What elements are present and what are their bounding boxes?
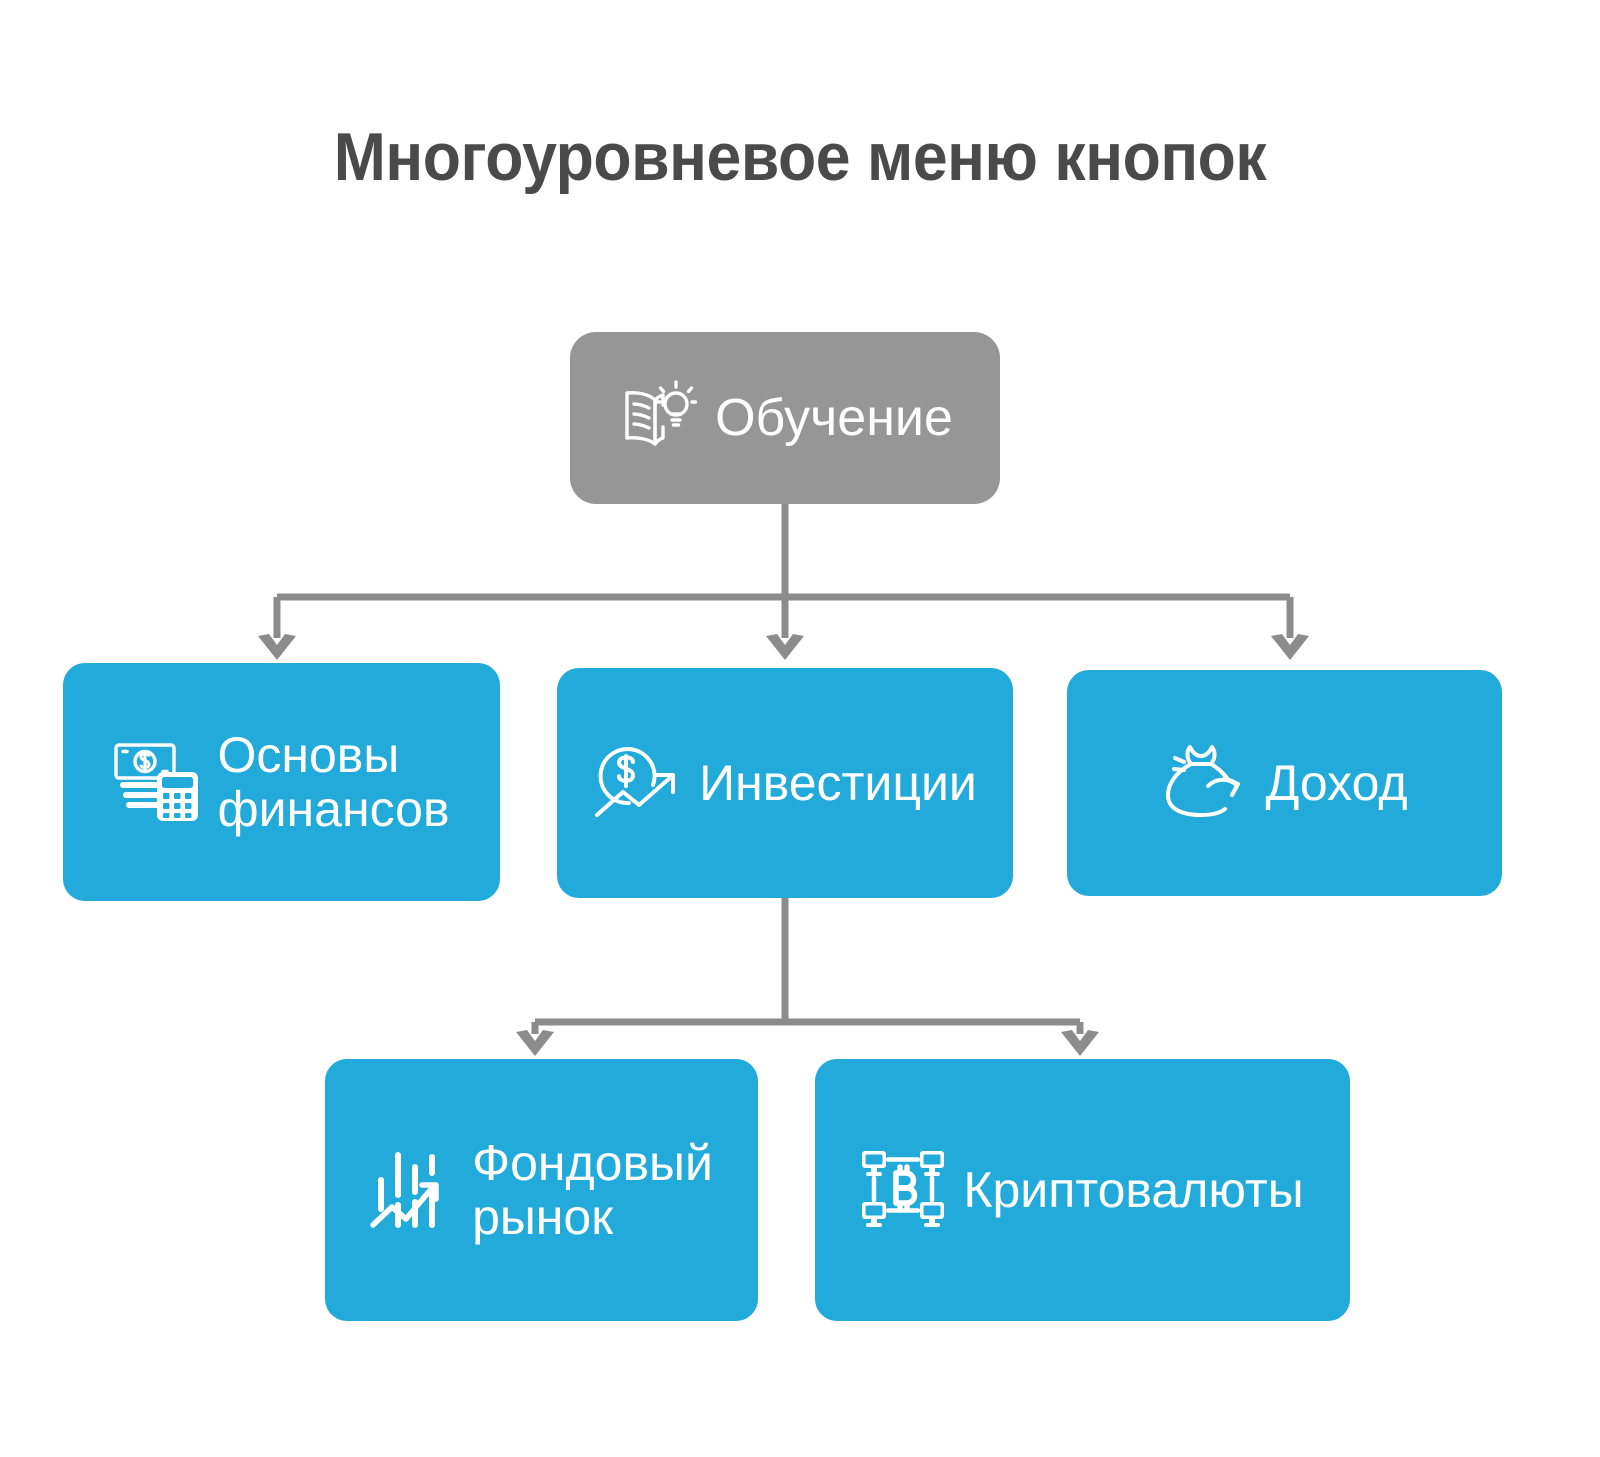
page-title: Многоуровневое меню кнопок: [333, 119, 1267, 195]
bitcoin-network-icon: [861, 1147, 945, 1234]
arrowhead-income: [1271, 634, 1309, 660]
node-investicii[interactable]: Инвестиции: [557, 668, 1013, 898]
node-osnovy-finansov[interactable]: Основы финансов: [63, 663, 500, 901]
node-label: Инвестиции: [699, 755, 977, 811]
candlestick-chart-icon: [370, 1147, 454, 1234]
node-label: Обучение: [715, 388, 953, 447]
arrowhead-invest: [766, 634, 804, 660]
arrowhead-basics: [258, 634, 296, 660]
book-lightbulb-icon: [617, 379, 698, 457]
node-label: Основы финансов: [217, 727, 450, 837]
node-kriptovalyuty[interactable]: Криптовалюты: [815, 1059, 1350, 1321]
dollar-growth-arrow-icon: [593, 741, 681, 826]
banknote-calculator-icon: [113, 739, 199, 826]
node-label: Криптовалюты: [963, 1162, 1304, 1218]
node-fondovyj-rynok[interactable]: Фондовый рынок: [325, 1059, 758, 1321]
node-dohod[interactable]: Доход: [1067, 670, 1502, 896]
node-obuchenie[interactable]: Обучение: [570, 332, 1000, 504]
money-bag-arrow-icon: [1162, 742, 1248, 825]
node-label: Доход: [1265, 755, 1408, 811]
node-label: Фондовый рынок: [472, 1135, 713, 1245]
arrowhead-crypto: [1061, 1030, 1099, 1056]
arrowhead-stock: [516, 1030, 554, 1056]
